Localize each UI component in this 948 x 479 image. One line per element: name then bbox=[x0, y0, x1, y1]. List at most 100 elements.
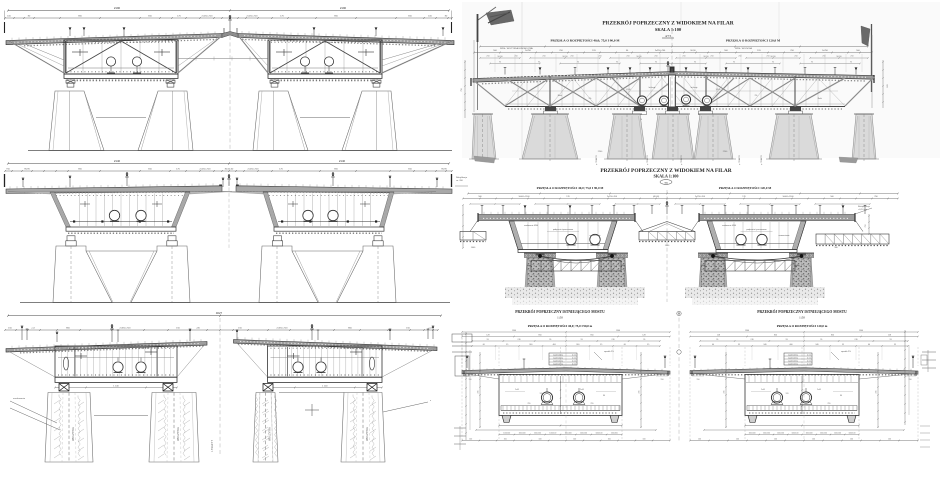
svg-text:150: 150 bbox=[406, 328, 410, 330]
svg-text:150: 150 bbox=[176, 328, 180, 330]
svg-text:750: 750 bbox=[461, 88, 463, 91]
svg-text:100x100: 100x100 bbox=[834, 432, 841, 434]
svg-text:100: 100 bbox=[428, 16, 432, 18]
svg-text:550: 550 bbox=[408, 16, 412, 18]
svg-text:2x350+700: 2x350+700 bbox=[120, 328, 132, 330]
svg-text:spadek 2%: spadek 2% bbox=[841, 351, 851, 353]
svg-text:lot kraty: lot kraty bbox=[649, 86, 656, 89]
svg-text:100x100: 100x100 bbox=[791, 432, 798, 434]
svg-text:95: 95 bbox=[581, 339, 583, 341]
svg-text:WZDŁ. WOLTYNDA LEWOBOCZNA: WZDŁ. WOLTYNDA LEWOBOCZNA bbox=[500, 47, 533, 50]
svg-text:W8 UZYTKA: W8 UZYTKA bbox=[269, 427, 272, 441]
svg-text:2x250+700: 2x250+700 bbox=[200, 169, 212, 171]
svg-text:500: 500 bbox=[493, 50, 497, 52]
svg-text:500: 500 bbox=[478, 196, 482, 198]
svg-text:PRZEKRÓJ POPRZECZNY Z WIDOKIEM: PRZEKRÓJ POPRZECZNY Z WIDOKIEM NA FILAR bbox=[600, 166, 731, 174]
svg-text:4 cm: 4 cm bbox=[572, 361, 576, 363]
svg-text:2x250+700: 2x250+700 bbox=[607, 196, 618, 198]
svg-text:150: 150 bbox=[8, 328, 12, 330]
svg-text:550: 550 bbox=[148, 169, 152, 171]
svg-text:WZDŁ. WOLNOVA: WZDŁ. WOLNOVA bbox=[735, 47, 753, 50]
svg-text:p. TRAKTU: p. TRAKTU bbox=[760, 155, 763, 165]
svg-text:p. TRAKTU: p. TRAKTU bbox=[738, 155, 741, 165]
svg-text:100: 100 bbox=[698, 438, 701, 440]
svg-text:100x100: 100x100 bbox=[749, 432, 756, 434]
svg-text:95: 95 bbox=[890, 339, 892, 341]
svg-text:100: 100 bbox=[850, 438, 853, 440]
svg-text:1 140: 1 140 bbox=[113, 385, 119, 387]
svg-text:100x100: 100x100 bbox=[580, 432, 587, 434]
svg-text:550: 550 bbox=[148, 16, 152, 18]
svg-text:nawierzchnia: nawierzchnia bbox=[553, 363, 563, 366]
svg-text:p. TRAKTU: p. TRAKTU bbox=[595, 155, 598, 165]
svg-text:spadek 2%: spadek 2% bbox=[604, 351, 614, 353]
svg-text:35: 35 bbox=[842, 344, 844, 346]
svg-text:podparcie tymczasowe: podparcie tymczasowe bbox=[746, 228, 767, 231]
svg-text:4 cm: 4 cm bbox=[572, 355, 576, 357]
svg-text:400: 400 bbox=[553, 344, 556, 346]
svg-text:Rektyfikacja: Rektyfikacja bbox=[456, 176, 468, 179]
svg-text:95: 95 bbox=[716, 339, 718, 341]
svg-text:1:50: 1:50 bbox=[799, 316, 805, 320]
svg-text:100x100: 100x100 bbox=[595, 432, 602, 434]
svg-text:90: 90 bbox=[655, 62, 657, 64]
svg-text:235: 235 bbox=[639, 391, 641, 394]
svg-text:250: 250 bbox=[850, 56, 853, 58]
svg-text:170: 170 bbox=[280, 16, 284, 18]
svg-text:86: 86 bbox=[603, 395, 605, 397]
svg-text:250: 250 bbox=[626, 56, 629, 58]
svg-text:PRZEKRÓJ POPRZECZNY ISTNIEJĄCE: PRZEKRÓJ POPRZECZNY ISTNIEJĄCEGO MOSTU bbox=[515, 309, 605, 314]
svg-text:Rekt.: Rekt. bbox=[558, 94, 563, 97]
svg-text:nawierzchnia: nawierzchnia bbox=[788, 360, 798, 363]
svg-text:1966: 1966 bbox=[512, 330, 516, 332]
svg-text:150: 150 bbox=[238, 328, 242, 330]
svg-text:1966: 1966 bbox=[616, 330, 620, 332]
svg-text:2x250+700: 2x250+700 bbox=[202, 16, 214, 18]
svg-text:2x250: 2x250 bbox=[822, 50, 829, 52]
svg-text:250: 250 bbox=[682, 56, 685, 58]
svg-text:500: 500 bbox=[856, 50, 860, 52]
svg-text:2x45: 2x45 bbox=[580, 389, 584, 391]
svg-text:150: 150 bbox=[661, 379, 664, 381]
svg-text:100: 100 bbox=[504, 438, 507, 440]
svg-text:90,90: 90,90 bbox=[636, 56, 642, 58]
svg-text:235: 235 bbox=[478, 391, 480, 394]
svg-text:90: 90 bbox=[616, 62, 618, 64]
svg-text:Rektyfikacja: Rektyfikacja bbox=[858, 205, 871, 208]
svg-text:95,95: 95,95 bbox=[24, 169, 30, 171]
svg-text:100x100: 100x100 bbox=[763, 432, 770, 434]
svg-text:p. TRAKTU: p. TRAKTU bbox=[680, 155, 683, 165]
svg-text:lot kraty: lot kraty bbox=[691, 86, 698, 89]
svg-text:4/73: 4/73 bbox=[665, 34, 671, 38]
svg-text:x: x bbox=[430, 400, 432, 402]
svg-text:128: 128 bbox=[888, 334, 891, 336]
svg-text:4627: 4627 bbox=[216, 311, 223, 315]
svg-text:100: 100 bbox=[539, 438, 542, 440]
svg-text:wzmocnienie: wzmocnienie bbox=[779, 235, 790, 237]
svg-text:400: 400 bbox=[789, 344, 792, 346]
svg-text:szalowanie 4200: szalowanie 4200 bbox=[722, 225, 736, 227]
svg-text:4 cm: 4 cm bbox=[807, 355, 811, 357]
svg-text:700: 700 bbox=[559, 50, 563, 52]
svg-text:100: 100 bbox=[774, 438, 777, 440]
svg-text:90,90: 90,90 bbox=[690, 50, 696, 52]
svg-text:255: 255 bbox=[774, 403, 777, 405]
svg-text:900: 900 bbox=[334, 169, 338, 171]
svg-text:255: 255 bbox=[591, 403, 594, 405]
svg-text:1 TRAKT T: 1 TRAKT T bbox=[211, 440, 214, 452]
svg-text:700: 700 bbox=[790, 50, 794, 52]
svg-text:340: 340 bbox=[815, 344, 818, 346]
svg-text:szalowanie 4200: szalowanie 4200 bbox=[524, 225, 538, 227]
svg-text:100x100: 100x100 bbox=[519, 432, 526, 434]
svg-text:W8 UZYTKA: W8 UZYTKA bbox=[72, 427, 75, 441]
svg-text:850: 850 bbox=[774, 334, 777, 336]
svg-text:340: 340 bbox=[763, 344, 766, 346]
svg-text:250: 250 bbox=[822, 56, 825, 58]
svg-text:170: 170 bbox=[177, 16, 181, 18]
svg-text:170: 170 bbox=[176, 169, 180, 171]
svg-text:90: 90 bbox=[626, 50, 629, 52]
svg-text:500: 500 bbox=[724, 50, 728, 52]
svg-text:100: 100 bbox=[888, 438, 891, 440]
svg-text:3x500+1500: 3x500+1500 bbox=[782, 196, 794, 198]
svg-text:2%: 2% bbox=[755, 95, 758, 97]
